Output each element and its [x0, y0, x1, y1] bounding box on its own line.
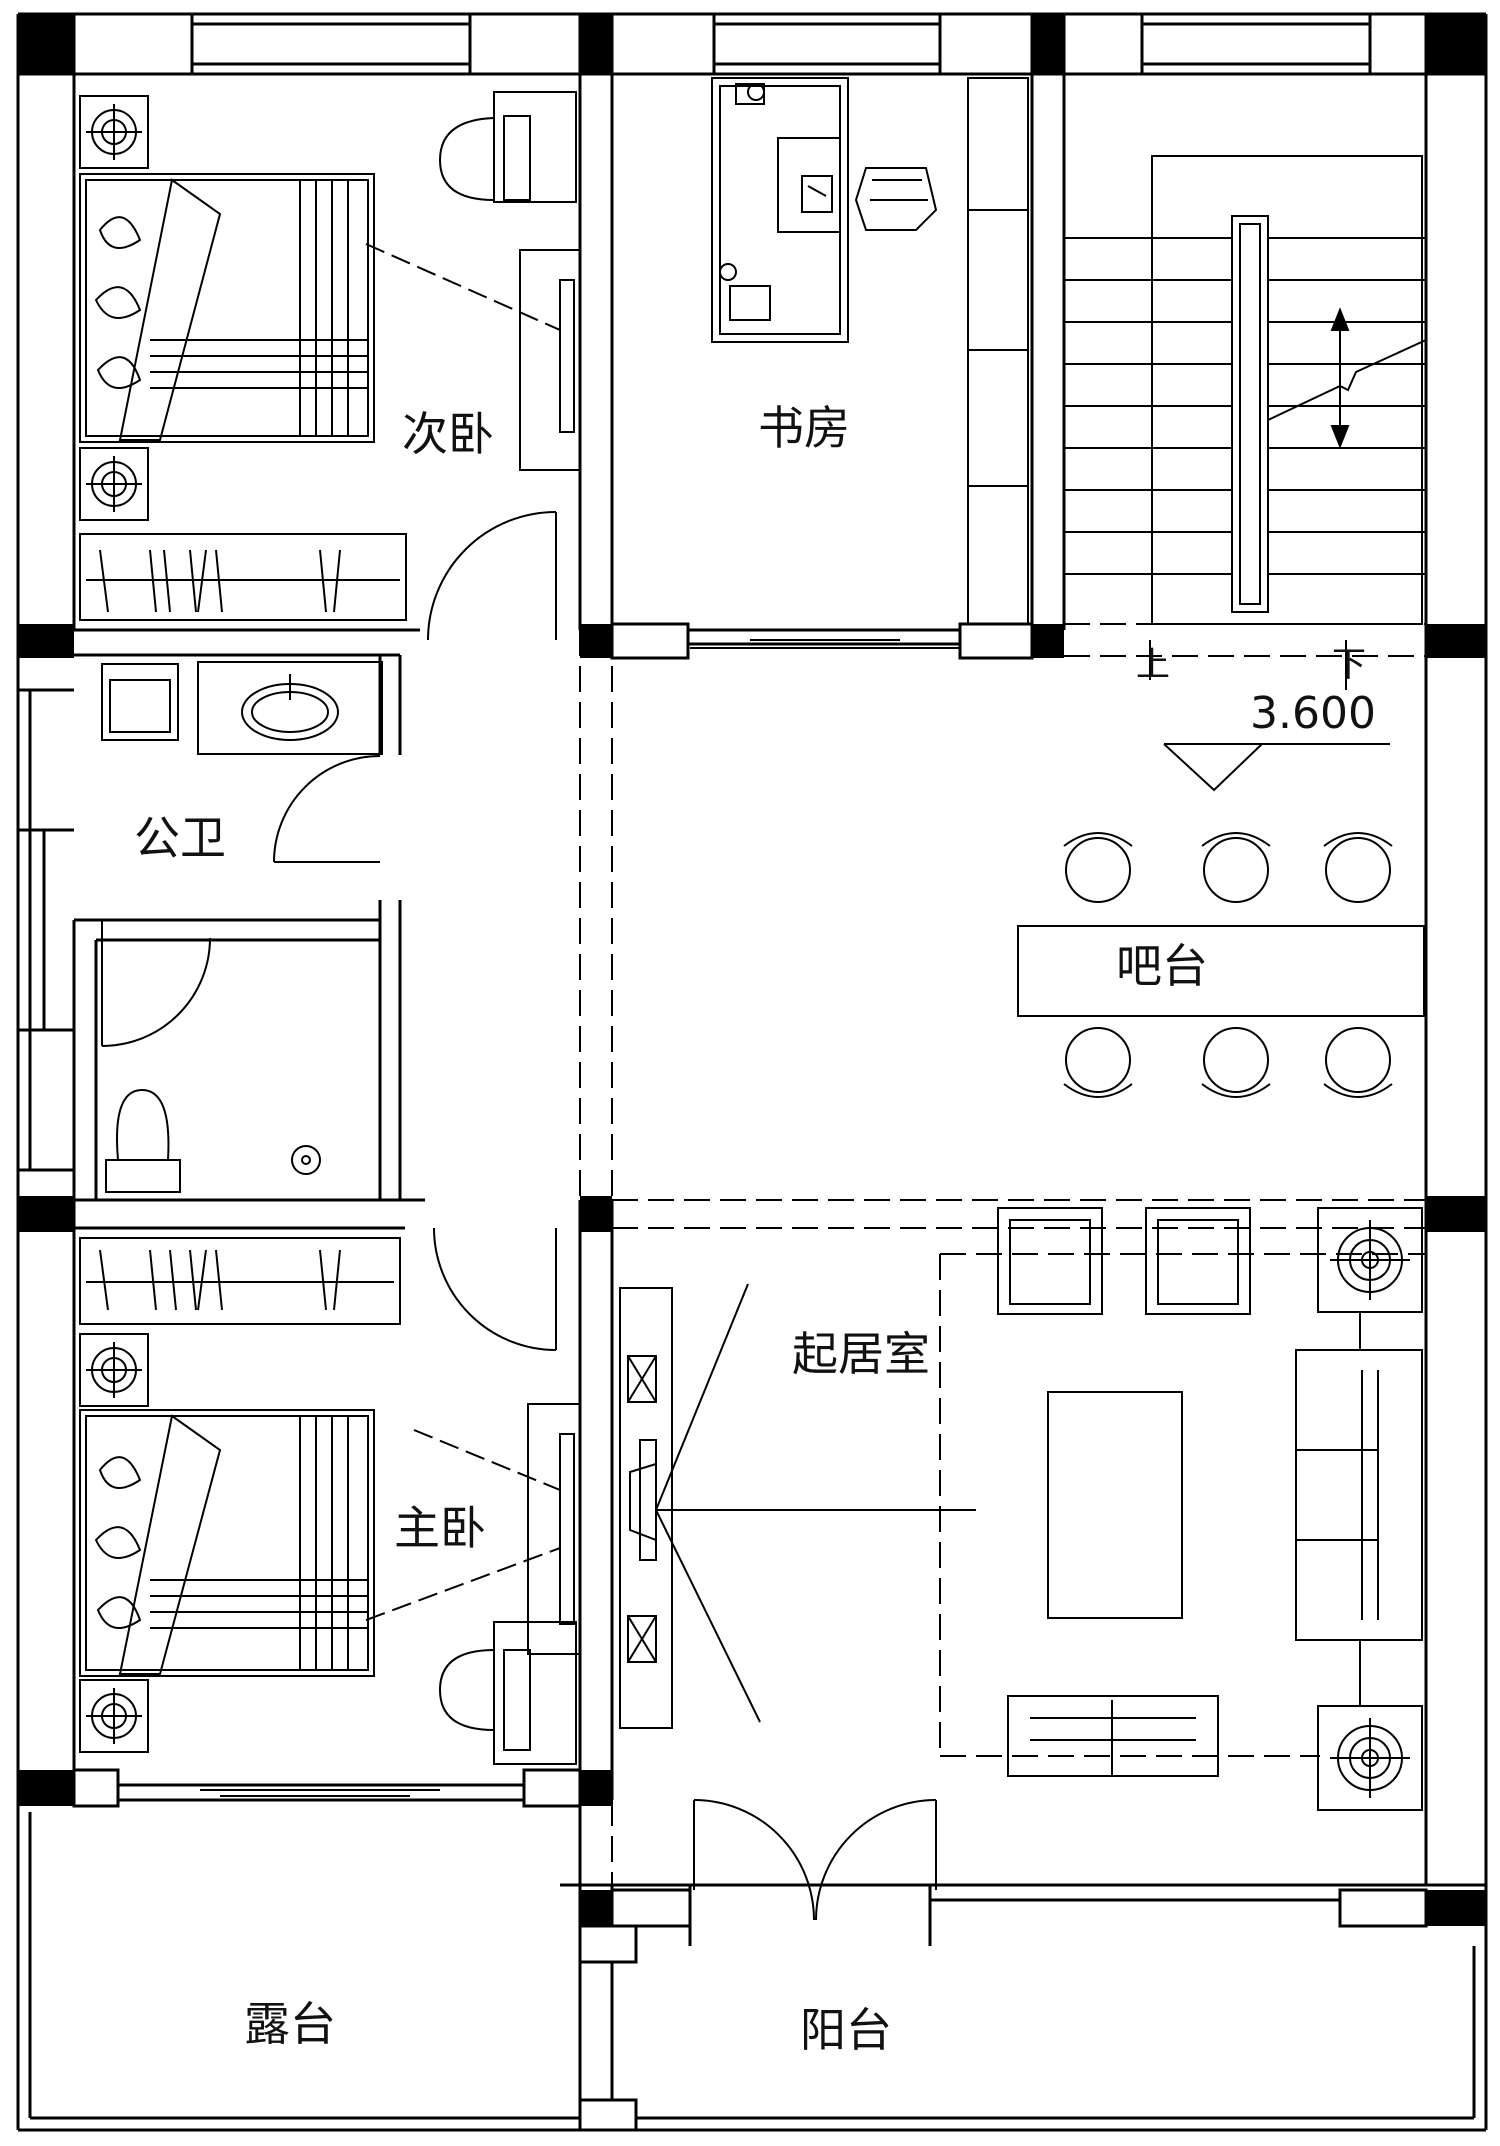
room-label-living-room: 起居室 — [792, 1327, 930, 1381]
room-label-bar: 吧台 — [1116, 939, 1208, 993]
structural-columns — [18, 14, 1486, 1926]
bar-furniture — [1017, 832, 1425, 1098]
study-furniture — [690, 77, 1029, 649]
room-label-public-bathroom: 公卫 — [134, 811, 226, 865]
room-label-balcony: 阳台 — [800, 2003, 892, 2057]
master-bedroom-furniture — [79, 1227, 581, 1797]
level-mark-text: 3.600 — [1250, 688, 1376, 739]
bathroom-fixtures — [101, 661, 383, 1193]
room-label-terrace: 露台 — [244, 1997, 336, 2051]
stair-down-label: 下 — [1332, 645, 1366, 685]
axis-dashed-lines — [579, 623, 1426, 2130]
second-bedroom-furniture — [79, 91, 581, 641]
level-mark — [1163, 743, 1390, 792]
column-outlines — [72, 12, 1428, 2132]
room-label-second-bedroom: 次卧 — [402, 407, 494, 461]
room-label-study: 书房 — [758, 401, 850, 455]
room-label-master-bedroom: 主卧 — [394, 1501, 486, 1555]
stair-up-label: 上 — [1136, 645, 1170, 685]
living-room-furniture — [619, 1207, 1423, 1921]
staircase — [1064, 155, 1427, 690]
